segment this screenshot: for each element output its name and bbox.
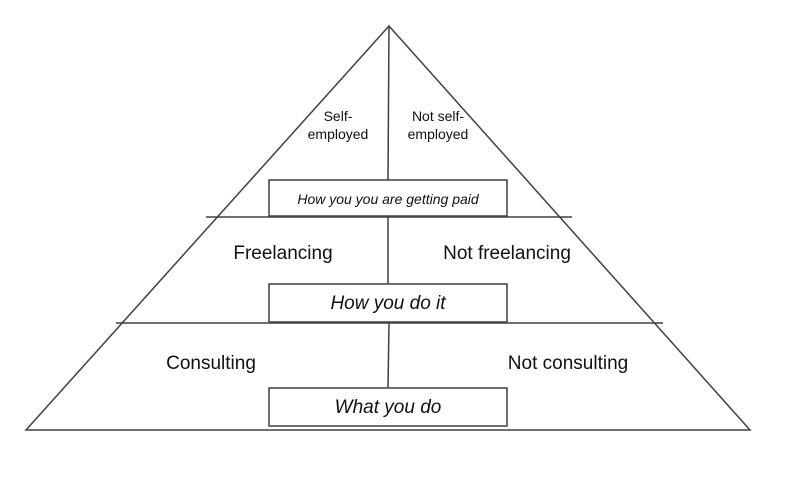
tier2-box xyxy=(268,283,508,323)
center-line-bottom xyxy=(387,322,390,389)
tier1-left-label-line2: employed xyxy=(308,126,369,142)
tier3-right-label: Not consulting xyxy=(508,353,628,374)
tier3-box xyxy=(268,387,508,427)
tier1-left-label-line1: Self- xyxy=(324,108,353,124)
tier1-box-label: How you you are getting paid xyxy=(297,191,480,207)
tier2-box-label: How you do it xyxy=(330,293,446,314)
tier1-right-label-line2: employed xyxy=(408,126,469,142)
tier3-box-label: What you do xyxy=(335,397,442,418)
pyramid-outline xyxy=(24,24,752,431)
tier1-box xyxy=(268,179,508,217)
tier2-left-label: Freelancing xyxy=(233,243,332,264)
tier2-right-label: Not freelancing xyxy=(443,243,571,264)
center-line-top xyxy=(387,25,390,181)
tier1-right-label-line1: Not self- xyxy=(412,108,464,124)
tier3-left-label: Consulting xyxy=(166,353,256,374)
